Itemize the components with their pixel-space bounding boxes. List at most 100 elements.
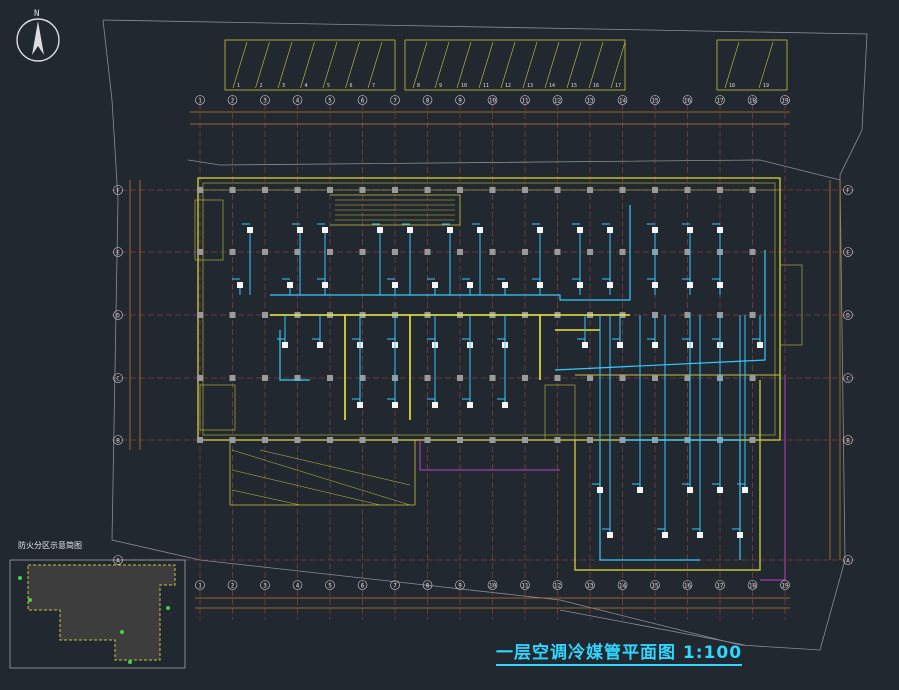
svg-text:3: 3: [263, 583, 267, 590]
svg-text:4: 4: [296, 583, 300, 590]
parking-stall-number: 8: [417, 83, 420, 89]
svg-text:18: 18: [749, 583, 757, 590]
parking-stall-number: 10: [461, 83, 467, 89]
north-arrow-icon: N: [16, 9, 60, 62]
site-boundary: [102, 19, 868, 651]
indoor-unit: [407, 227, 413, 233]
grid-bubble-bottom-6: 6: [357, 580, 368, 590]
grid-bubble-bottom-11: 11: [520, 580, 530, 590]
svg-text:14: 14: [619, 583, 627, 590]
grid-top-bubbles: 1122334455667788991010111112121313141415…: [195, 95, 790, 590]
indoor-unit: [717, 282, 723, 288]
parking-stall-number: 17: [615, 83, 621, 89]
svg-text:F: F: [846, 188, 850, 195]
grid-side-bubble-B: B: [113, 435, 123, 445]
indoor-unit: [697, 532, 703, 538]
indoor-unit: [687, 227, 693, 233]
grid-bubble-17: 17: [715, 95, 725, 105]
svg-text:F: F: [116, 188, 120, 195]
indoor-unit: [392, 402, 398, 408]
svg-text:3: 3: [263, 98, 267, 105]
room-partitions: [270, 314, 630, 420]
parking-stall-number: 15: [571, 83, 577, 89]
grid-bubble-14: 14: [617, 95, 628, 105]
indoor-unit: [297, 227, 303, 233]
stairs: [194, 199, 803, 441]
grid-bubble-bottom-18: 18: [747, 580, 758, 590]
svg-text:11: 11: [521, 98, 529, 105]
svg-text:16: 16: [684, 98, 692, 105]
grid-bubble-bottom-10: 10: [487, 580, 498, 590]
indoor-unit: [537, 227, 543, 233]
grid-bubble-bottom-19: 19: [780, 580, 790, 590]
grid-side-bubble-D: D: [113, 310, 123, 320]
parking-stall-number: 16: [593, 83, 599, 89]
indoor-unit: [502, 402, 508, 408]
grid-bubble-bottom-2: 2: [227, 580, 238, 590]
grid-side-bubble-F: F: [113, 185, 123, 195]
parking-stall-number: 11: [483, 83, 489, 89]
grid-bubble-5: 5: [325, 95, 335, 105]
indoor-unit: [432, 402, 438, 408]
svg-text:E: E: [116, 250, 120, 257]
svg-text:B: B: [846, 438, 850, 445]
svg-text:2: 2: [231, 583, 235, 590]
indoor-unit: [432, 282, 438, 288]
indoor-unit: [317, 342, 323, 348]
grid-bubble-4: 4: [292, 95, 303, 105]
svg-text:6: 6: [361, 583, 365, 590]
grid-bubble-3: 3: [260, 95, 270, 105]
grid-bubble-1: 1: [195, 95, 205, 105]
indoor-unit: [742, 487, 748, 493]
grid-side-bubble-C: C: [113, 373, 123, 383]
svg-text:8: 8: [426, 583, 430, 590]
svg-text:19: 19: [781, 98, 789, 105]
indoor-unit: [607, 227, 613, 233]
svg-text:12: 12: [554, 583, 562, 590]
svg-text:C: C: [116, 376, 120, 383]
grid-bubble-10: 10: [487, 95, 498, 105]
indoor-unit: [597, 487, 603, 493]
parking-stall-dividers: [232, 41, 774, 89]
indoor-unit: [377, 227, 383, 233]
indoor-unit: [652, 342, 658, 348]
indoor-unit: [467, 282, 473, 288]
grid-bubble-16: 16: [682, 95, 693, 105]
grid-bubble-bottom-15: 15: [650, 580, 660, 590]
parking-stall-number: 12: [505, 83, 511, 89]
svg-text:A: A: [116, 558, 120, 565]
dimension-lines: [129, 111, 841, 609]
svg-text:9: 9: [458, 98, 462, 105]
parking-stall-number: 14: [549, 83, 555, 89]
leader-line: [559, 609, 746, 646]
grid-side-bubble-right-C: C: [843, 373, 853, 383]
svg-text:16: 16: [684, 583, 692, 590]
indoor-unit: [467, 402, 473, 408]
indoor-units: [232, 223, 763, 538]
svg-text:A: A: [846, 558, 850, 565]
grid-bubble-bottom-14: 14: [617, 580, 628, 590]
grid-bubble-2: 2: [227, 95, 238, 105]
grid-bubble-bottom-1: 1: [195, 580, 205, 590]
svg-text:9: 9: [458, 583, 462, 590]
indoor-unit: [662, 532, 668, 538]
indoor-unit: [447, 227, 453, 233]
svg-text:15: 15: [651, 98, 659, 105]
parking-stall-number: 3: [282, 83, 285, 89]
indoor-unit: [617, 342, 623, 348]
grid-side-bubble-right-E: E: [843, 247, 853, 257]
grid-bubble-bottom-9: 9: [455, 580, 465, 590]
indoor-unit: [757, 342, 763, 348]
svg-text:1: 1: [198, 583, 202, 590]
svg-text:C: C: [846, 376, 850, 383]
grid-bubble-bottom-12: 12: [552, 580, 563, 590]
svg-text:4: 4: [296, 98, 300, 105]
grid-bubble-bottom-7: 7: [390, 580, 400, 590]
fire-zone-diagram: [9, 559, 186, 669]
svg-text:11: 11: [521, 583, 529, 590]
parking-stall-number: 5: [327, 83, 330, 89]
parking-stall-number: 7: [372, 83, 375, 89]
indoor-unit: [502, 282, 508, 288]
grid-bubble-15: 15: [650, 95, 660, 105]
